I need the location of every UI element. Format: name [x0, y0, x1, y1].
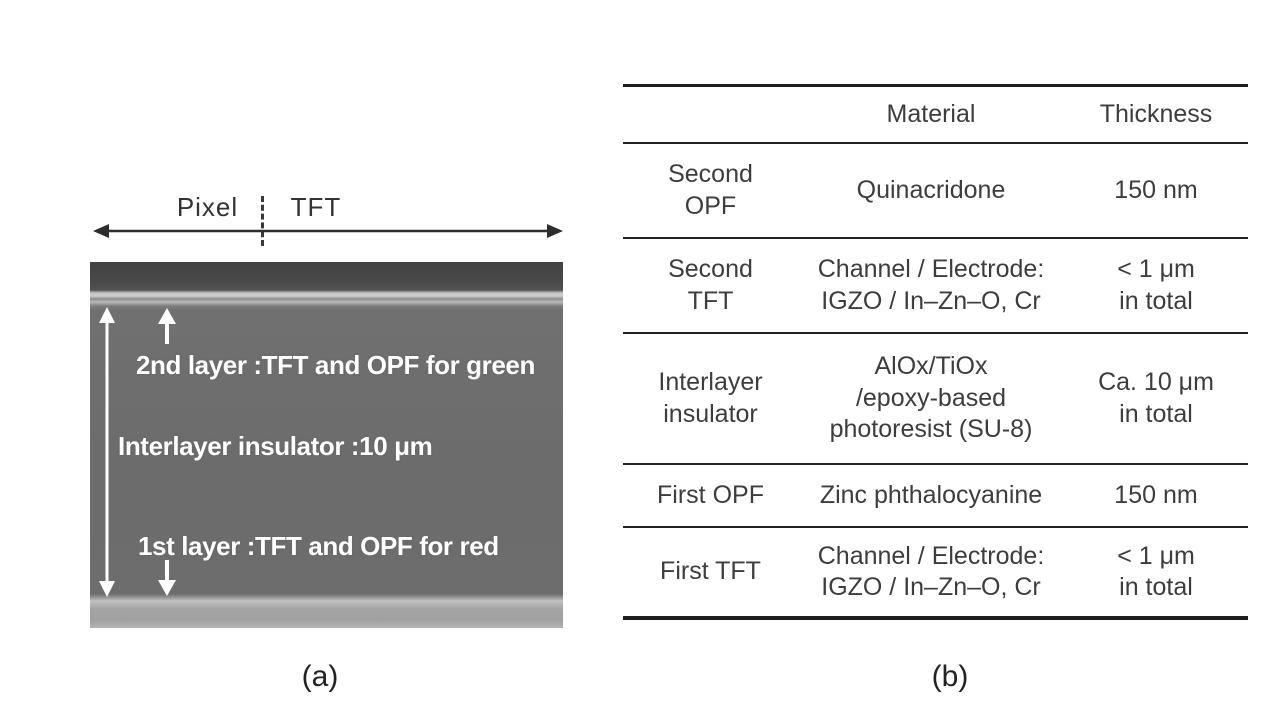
cell-thickness: < 1 μm in total — [1117, 255, 1195, 315]
header-layer — [623, 87, 798, 142]
cell-material: Quinacridone — [856, 175, 1006, 204]
table-row-second-tft: Second TFT Channel / Electrode: IGZO / I… — [623, 239, 1248, 334]
cell-layer: First OPF — [657, 480, 764, 509]
cell-material: AlOx/TiOx /epoxy-based photoresist (SU-8… — [829, 352, 1033, 444]
cell-material: Channel / Electrode: IGZO / In–Zn–O, Cr — [817, 255, 1045, 315]
cell-thickness: Ca. 10 μm in total — [1098, 368, 1214, 428]
up-arrow-icon — [158, 308, 176, 344]
panel-a: Pixel TFT 2nd layer :TFT and OPF for gre… — [0, 0, 610, 719]
cell-layer: First TFT — [660, 557, 761, 586]
table-row-first-tft: First TFT Channel / Electrode: IGZO / In… — [623, 528, 1248, 616]
header-thickness: Thickness — [1099, 99, 1213, 128]
horizontal-double-arrow-icon — [93, 224, 563, 238]
panel-b: Material Thickness Second OPF Quinacrido… — [610, 0, 1280, 719]
interlayer-label: Interlayer insulator :10 μm — [118, 431, 433, 461]
vertical-double-arrow-icon — [99, 307, 115, 597]
materials-table: Material Thickness Second OPF Quinacrido… — [623, 84, 1248, 620]
caption-b: (b) — [931, 660, 969, 693]
table-row-second-opf: Second OPF Quinacridone 150 nm — [623, 144, 1248, 239]
header-material: Material — [886, 99, 976, 128]
caption-a: (a) — [301, 660, 339, 693]
down-arrow-icon — [158, 560, 176, 596]
cell-thickness: 150 nm — [1114, 480, 1198, 509]
cell-layer: Interlayer insulator — [658, 368, 763, 428]
cell-thickness: < 1 μm in total — [1117, 541, 1195, 602]
table-header-row: Material Thickness — [623, 87, 1248, 144]
cell-layer: Second OPF — [668, 160, 753, 220]
table-row-first-opf: First OPF Zinc phthalocyanine 150 nm — [623, 465, 1248, 528]
table-row-interlayer-insulator: Interlayer insulator AlOx/TiOx /epoxy-ba… — [623, 334, 1248, 465]
cell-material: Channel / Electrode: IGZO / In–Zn–O, Cr — [817, 541, 1045, 602]
cell-material: Zinc phthalocyanine — [819, 480, 1043, 509]
second-layer-label: 2nd layer :TFT and OPF for green — [136, 350, 535, 380]
dashed-divider-icon — [261, 196, 264, 246]
first-layer-label: 1st layer :TFT and OPF for red — [138, 531, 499, 561]
region-label-tft: TFT — [290, 192, 342, 222]
region-label-pixel: Pixel — [176, 192, 239, 222]
cell-thickness: 150 nm — [1114, 175, 1198, 204]
cell-layer: Second TFT — [668, 255, 753, 315]
